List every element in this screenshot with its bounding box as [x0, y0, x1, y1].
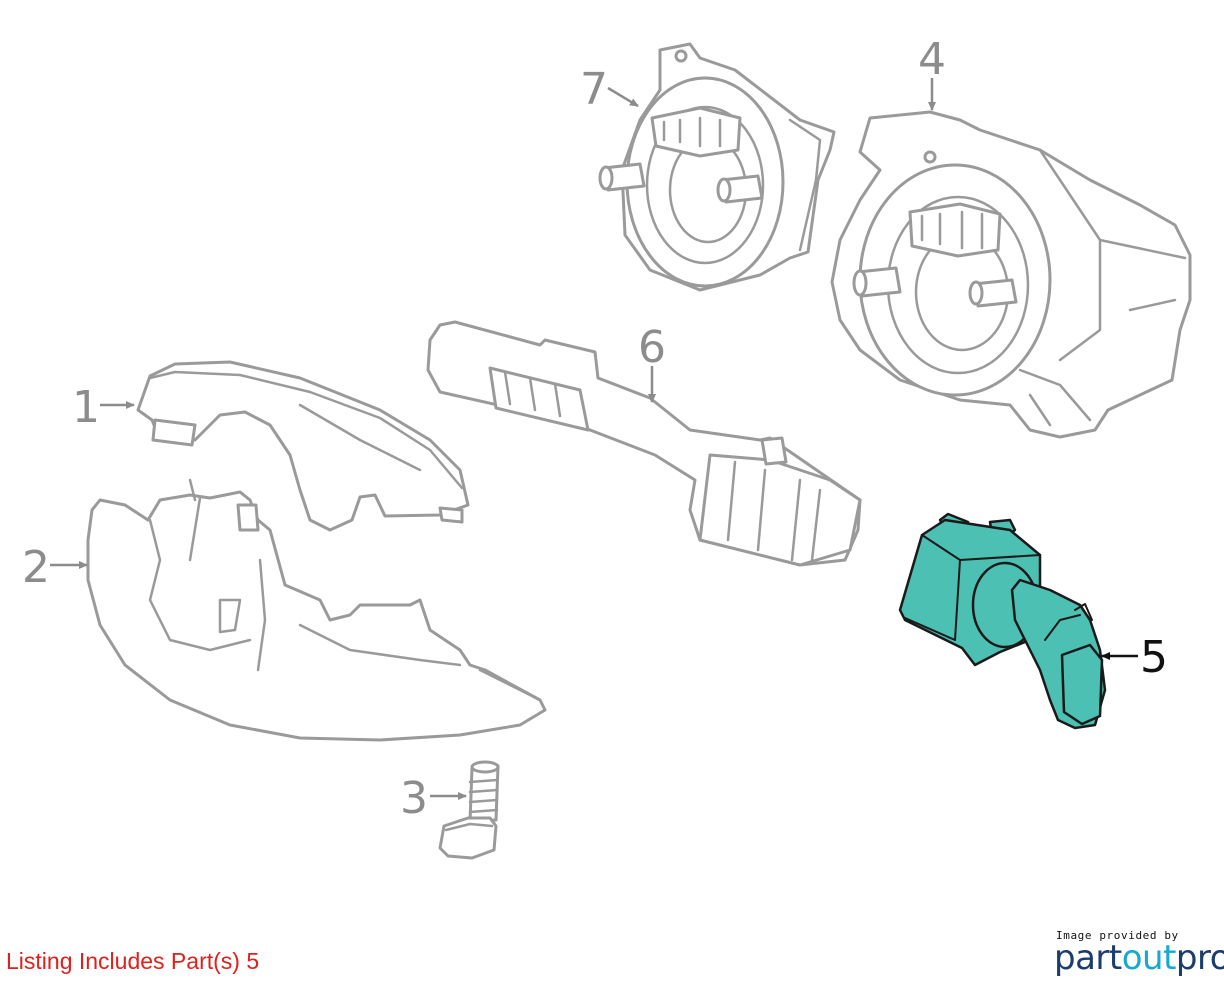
part-7-clock-spring[interactable] — [598, 42, 836, 292]
brand-part1: part — [1054, 938, 1122, 978]
callout-5: 5 — [1140, 632, 1168, 683]
brand-part3: pro — [1175, 938, 1224, 978]
part-4-clock-spring-module[interactable] — [830, 110, 1192, 439]
callout-3: 3 — [400, 773, 428, 824]
brand-part2: out — [1121, 938, 1177, 978]
listing-caption: Listing Includes Part(s) 5 — [6, 948, 260, 974]
part-3-bolt[interactable] — [438, 760, 500, 860]
part-1-upper-shroud[interactable] — [136, 360, 470, 532]
callout-arrows — [50, 78, 1138, 800]
part-6-wiper-switch[interactable] — [426, 320, 862, 567]
callout-4: 4 — [918, 34, 946, 85]
callout-6: 6 — [638, 322, 666, 373]
callout-2: 2 — [22, 542, 50, 593]
part-2-lower-shroud[interactable] — [86, 478, 547, 742]
part-5-turn-signal-switch[interactable] — [898, 512, 1107, 730]
callout-1: 1 — [72, 382, 100, 433]
callout-7: 7 — [580, 64, 608, 115]
partoutpro-logo: partoutpro — [1054, 938, 1224, 978]
image-provider-line: Image provided by — [1056, 929, 1179, 942]
